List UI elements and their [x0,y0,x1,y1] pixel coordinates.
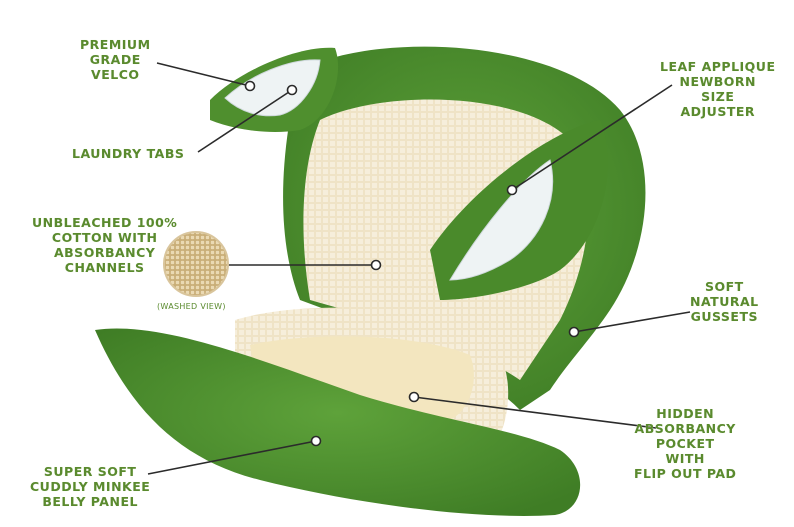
leaf-applique-label: LEAF APPLIQUE NEWBORN SIZE ADJUSTER [660,59,776,119]
leaf-label-line-4: ADJUSTER [680,104,756,119]
belly-label-line-2: CUDDLY MINKEE [30,479,151,494]
laundry-tabs-label-line-1: LAUNDRY TABS [72,146,185,161]
leaf-label-line-2: NEWBORN [679,74,757,89]
pocket-label-line-5: FLIP OUT PAD [634,466,737,481]
pocket-label: HIDDEN ABSORBANCY POCKET WITH FLIP OUT P… [634,406,736,481]
pointer-lines [147,62,691,475]
leaf-label-line-1: LEAF APPLIQUE [660,59,776,74]
velcro-label-line-3: VELCO [91,67,140,82]
belly-label-line-1: SUPER SOFT [43,464,137,479]
pocket-label-line-2: ABSORBANCY [634,421,736,436]
cotton-label: UNBLEACHED 100% COTTON WITH ABSORBANCY C… [32,215,177,275]
pocket-label-line-3: POCKET [655,436,715,451]
leaf-applique [449,159,554,281]
belly-label-line-3: BELLY PANEL [42,494,138,509]
leaf-label-line-3: SIZE [701,89,735,104]
washed-cotton-swatch [163,231,229,297]
pocket-label-line-4: WITH [665,451,705,466]
cotton-label-line-4: CHANNELS [64,260,145,275]
pocket-label-line-1: HIDDEN [656,406,715,421]
gussets-label-line-1: SOFT [704,279,744,294]
gussets-label: SOFT NATURAL GUSSETS [690,279,759,324]
velcro-label-line-1: PREMIUM [80,37,151,52]
laundry-tabs-label: LAUNDRY TABS [72,146,184,161]
gussets-label-line-3: GUSSETS [690,309,759,324]
velcro-label: PREMIUM GRADE VELCO [80,37,151,82]
washed-view-caption: (WASHED VIEW) [157,302,226,311]
cotton-label-line-3: ABSORBANCY [53,245,156,260]
cotton-label-line-2: COTTON WITH [51,230,158,245]
velcro-label-line-2: GRADE [89,52,141,67]
gussets-label-line-2: NATURAL [690,294,759,309]
cotton-label-line-1: UNBLEACHED 100% [32,215,178,230]
pointer-dots [244,80,580,447]
belly-panel [95,328,581,516]
belly-panel-label: SUPER SOFT CUDDLY MINKEE BELLY PANEL [30,464,150,509]
